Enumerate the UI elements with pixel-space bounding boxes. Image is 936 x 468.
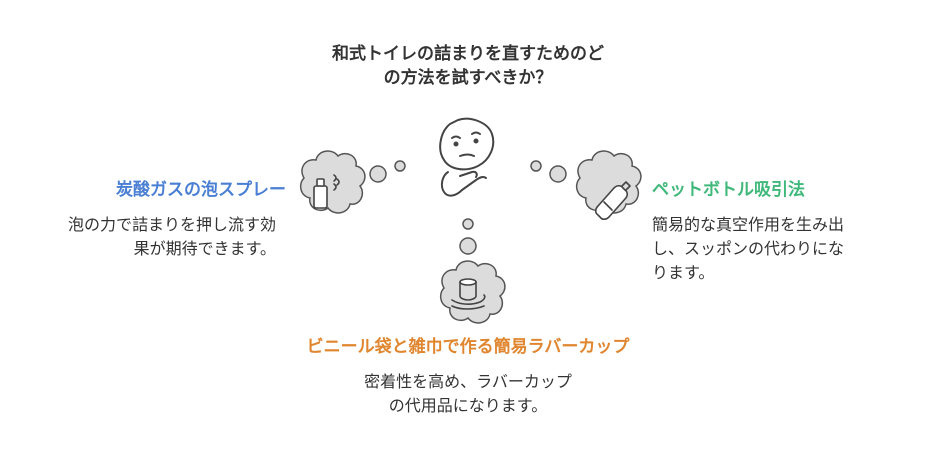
option-desc-bottom: 密着性を高め、ラバーカップ の代用品になります。 — [308, 370, 628, 418]
cloud-left — [299, 150, 366, 214]
option-title-right: ペットボトル吸引法 — [652, 180, 805, 200]
option-title-bottom: ビニール袋と雑巾で作る簡易ラバーカップ — [306, 337, 630, 357]
thought-bubble-right-small — [530, 160, 542, 172]
thinking-face-icon — [439, 117, 495, 197]
option-title-left: 炭酸ガスの泡スプレー — [116, 180, 286, 200]
thought-bubble-bottom-small — [462, 218, 474, 230]
plastic-bottle-icon — [594, 181, 631, 221]
option-desc-left-line-1: 泡の力で詰まりを押し流す効 — [67, 215, 276, 234]
question-line-1: 和式トイレの詰まりを直すためのど — [332, 44, 604, 64]
thought-bubble-left-small — [394, 160, 406, 172]
option-desc-right-line-3: ります。 — [652, 263, 715, 282]
question-line-2: の方法を試すべきか？ — [383, 68, 553, 88]
thought-bubble-right-medium — [549, 165, 567, 183]
thought-bubble-bottom-medium — [459, 237, 477, 255]
question-heading: 和式トイレの詰まりを直すためのど の方法を試すべきか？ — [268, 42, 668, 90]
option-desc-right-line-2: し、スッポンの代わりにな — [652, 239, 845, 258]
option-desc-left-line-2: 果が期待できます。 — [133, 239, 276, 258]
option-desc-left: 泡の力で詰まりを押し流す効 果が期待できます。 — [16, 213, 276, 261]
option-desc-bottom-line-1: 密着性を高め、ラバーカップ — [364, 372, 572, 391]
thought-bubble-left-medium — [369, 165, 387, 183]
option-desc-right-line-1: 簡易的な真空作用を生み出 — [652, 215, 845, 234]
hand-cup-icon — [451, 278, 486, 310]
option-desc-right: 簡易的な真空作用を生み出 し、スッポンの代わりにな ります。 — [652, 213, 922, 285]
option-desc-bottom-line-2: の代用品になります。 — [388, 396, 548, 415]
cloud-bottom — [439, 260, 506, 324]
spray-can-icon — [313, 174, 340, 209]
